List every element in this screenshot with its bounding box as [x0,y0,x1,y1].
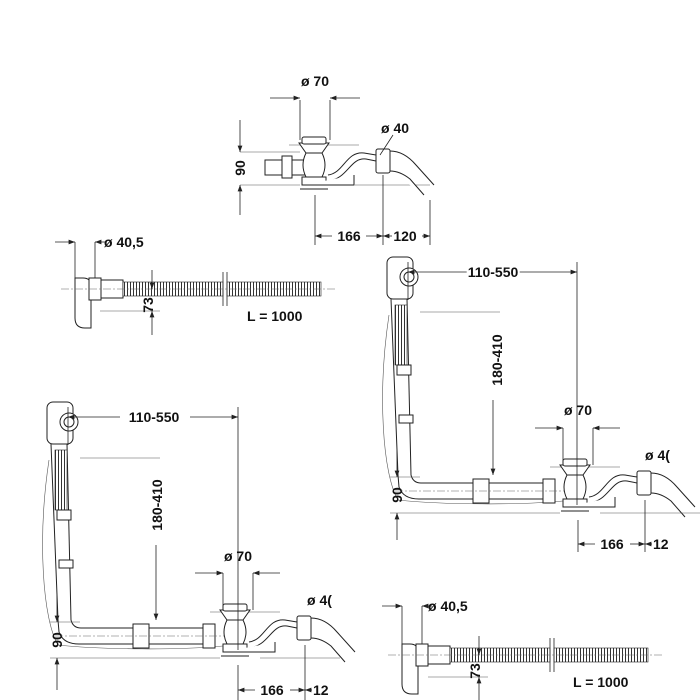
bottom-left-drain-diameter-label: ø 70 [224,548,252,564]
bottom-left-offset-a-label: 166 [260,682,284,698]
top-drain-set [237,95,435,245]
right-vertical-range-label: 180-410 [489,334,505,386]
right-bath-set [383,257,700,552]
right-overflow-diameter-label: ø 4( [645,447,670,463]
hose-left-height-label: 73 [140,297,156,313]
top-drain-diameter-label: ø 70 [301,73,329,89]
hose-left [55,239,336,335]
hose-right-height-label: 73 [467,663,483,679]
hose-left-diameter-label: ø 40,5 [104,234,144,250]
top-offset-a-label: 166 [337,228,361,244]
top-height-label: 90 [232,160,248,176]
right-drain-diameter-label: ø 70 [564,402,592,418]
bottom-left-offset-b-label: 12 [313,682,329,698]
hose-left-length-label: L = 1000 [247,308,303,324]
bottom-left-overflow-diameter-label: ø 4( [307,592,332,608]
right-offset-a-label: 166 [600,536,624,552]
hose-right-length-label: L = 1000 [573,674,629,690]
right-offset-b-label: 12 [653,536,669,552]
bottom-left-horizontal-range-label: 110-550 [129,409,180,425]
bottom-left-vertical-range-label: 180-410 [149,479,165,531]
top-offset-b-label: 120 [393,228,417,244]
right-horizontal-range-label: 110-550 [468,264,519,280]
hose-right [382,603,663,700]
hose-right-diameter-label: ø 40,5 [428,598,468,614]
bottom-left-height-label: 90 [49,632,65,648]
right-height-label: 90 [389,487,405,503]
top-overflow-diameter-label: ø 40 [381,120,409,136]
bottom-left-bath-set [43,402,355,700]
